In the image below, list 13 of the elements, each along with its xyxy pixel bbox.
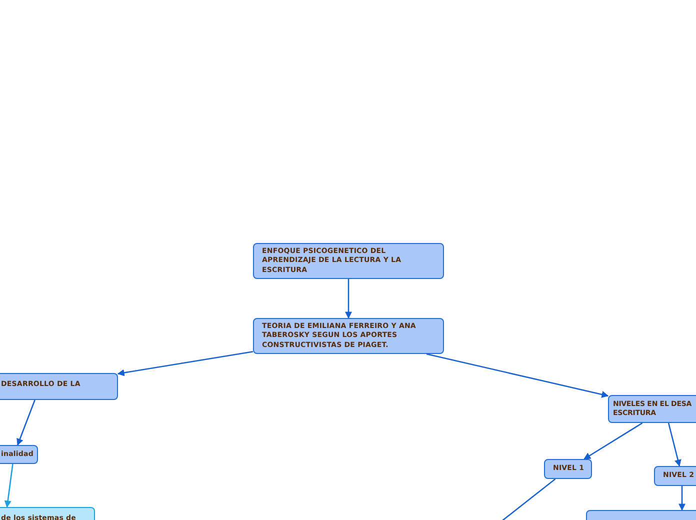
topic-box xyxy=(654,466,696,486)
arrow xyxy=(584,422,643,460)
topic-box xyxy=(253,243,444,279)
topic-box xyxy=(544,459,592,479)
arrow xyxy=(16,400,36,446)
topic-box xyxy=(253,318,444,354)
arrow xyxy=(117,351,254,376)
arrow xyxy=(345,279,352,319)
topic-box xyxy=(608,395,696,423)
arrow xyxy=(678,486,686,511)
arrow xyxy=(4,464,14,508)
arrow xyxy=(426,353,609,398)
arrow xyxy=(668,422,682,467)
